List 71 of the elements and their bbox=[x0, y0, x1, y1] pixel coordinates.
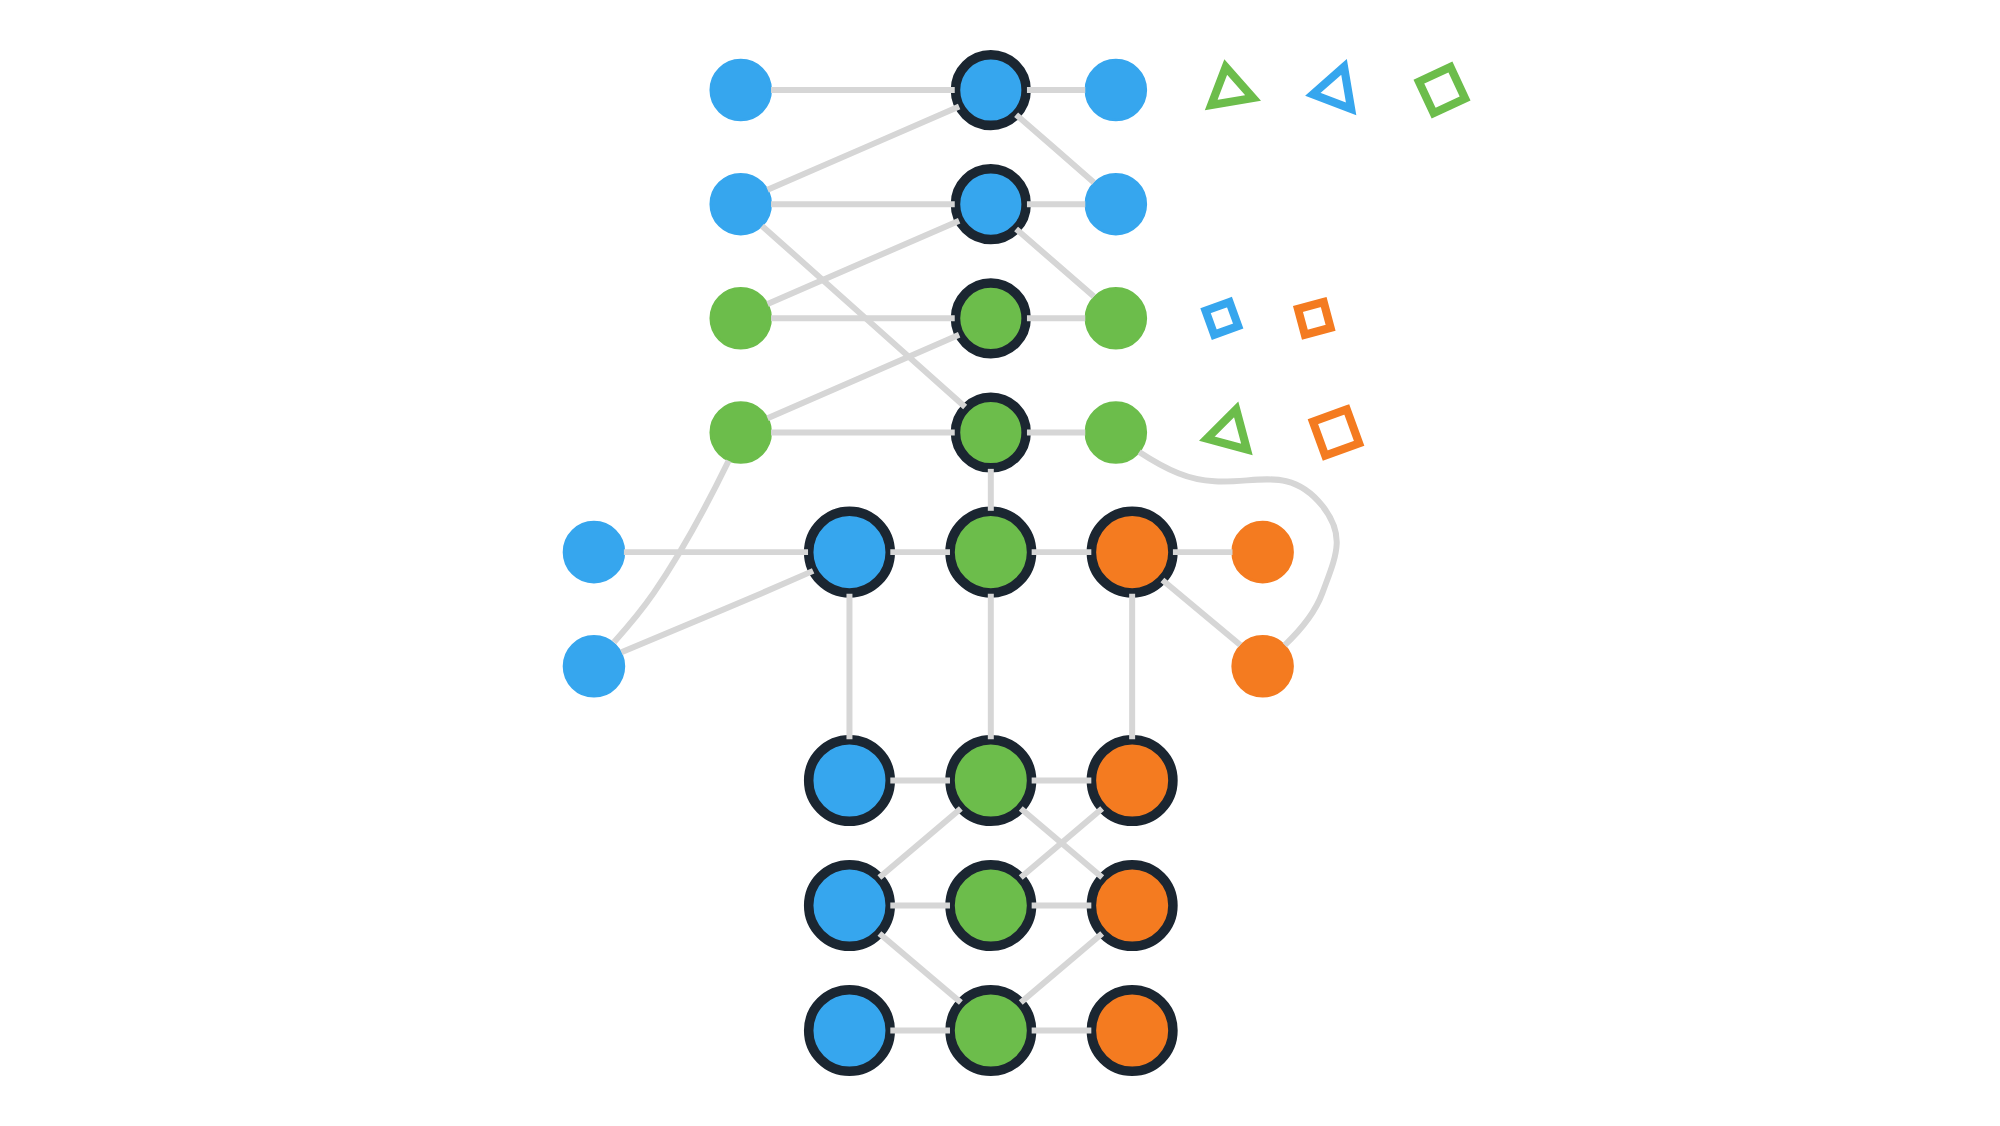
node-circle bbox=[802, 985, 894, 1077]
node-circle bbox=[1083, 401, 1147, 464]
node-circle bbox=[1083, 58, 1147, 122]
node-circle bbox=[708, 58, 771, 122]
connector bbox=[889, 902, 949, 909]
connector bbox=[876, 931, 962, 1005]
connector bbox=[1013, 226, 1095, 299]
connector bbox=[1030, 777, 1091, 784]
node-circle bbox=[949, 392, 1030, 473]
connector bbox=[986, 593, 993, 740]
connector bbox=[889, 777, 949, 784]
connector bbox=[770, 315, 954, 322]
connector bbox=[1017, 931, 1104, 1005]
connector bbox=[1025, 201, 1085, 208]
connector bbox=[610, 459, 731, 645]
node-circle bbox=[1083, 287, 1147, 350]
node-triangle bbox=[1304, 59, 1356, 116]
node-circle bbox=[1230, 635, 1293, 698]
connector bbox=[765, 332, 960, 421]
connector bbox=[889, 1027, 949, 1034]
connector bbox=[1030, 902, 1091, 909]
connector bbox=[986, 468, 993, 511]
connector bbox=[622, 549, 808, 556]
node-circle bbox=[944, 734, 1036, 826]
node-circle bbox=[802, 506, 894, 598]
connector bbox=[770, 87, 954, 94]
node-circle bbox=[949, 49, 1030, 131]
node-circle bbox=[561, 520, 625, 584]
connector bbox=[889, 549, 949, 556]
node-circle bbox=[944, 506, 1036, 598]
node-triangle bbox=[1198, 401, 1252, 456]
connector bbox=[619, 568, 814, 655]
node-circle bbox=[944, 859, 1036, 951]
connector bbox=[1030, 1027, 1091, 1034]
connector bbox=[1013, 112, 1095, 185]
connector bbox=[765, 103, 960, 193]
node-triangle bbox=[1203, 59, 1260, 111]
node-circle bbox=[1085, 506, 1177, 598]
node-circle bbox=[802, 859, 894, 951]
connector bbox=[1025, 315, 1085, 322]
node-box bbox=[1306, 404, 1364, 461]
connector bbox=[1025, 87, 1085, 94]
connector bbox=[759, 223, 967, 410]
connector bbox=[1159, 577, 1242, 648]
node-circle bbox=[708, 172, 771, 236]
node-circle bbox=[1085, 859, 1177, 951]
node-box bbox=[1412, 61, 1470, 119]
connector bbox=[1136, 449, 1339, 648]
node-box bbox=[1291, 297, 1335, 340]
connector bbox=[770, 429, 954, 436]
node-circle bbox=[708, 287, 771, 350]
connector bbox=[1030, 549, 1091, 556]
node-circle bbox=[1230, 520, 1293, 584]
node-circle bbox=[949, 278, 1030, 359]
connector bbox=[1171, 549, 1232, 556]
node-circle bbox=[561, 635, 625, 698]
connector bbox=[845, 593, 852, 740]
connector bbox=[1025, 429, 1085, 436]
node-box bbox=[1199, 296, 1243, 340]
node-circle bbox=[1083, 172, 1147, 236]
node-circle bbox=[949, 164, 1030, 245]
node-circle bbox=[708, 401, 771, 464]
node-circle bbox=[944, 985, 1036, 1077]
node-circle bbox=[1085, 985, 1177, 1077]
connector bbox=[770, 201, 954, 208]
node-circle bbox=[1085, 734, 1177, 826]
connector bbox=[876, 806, 962, 880]
node-circle bbox=[802, 734, 894, 826]
connector bbox=[765, 217, 960, 307]
connector bbox=[1128, 593, 1135, 740]
connector bbox=[1017, 806, 1104, 880]
